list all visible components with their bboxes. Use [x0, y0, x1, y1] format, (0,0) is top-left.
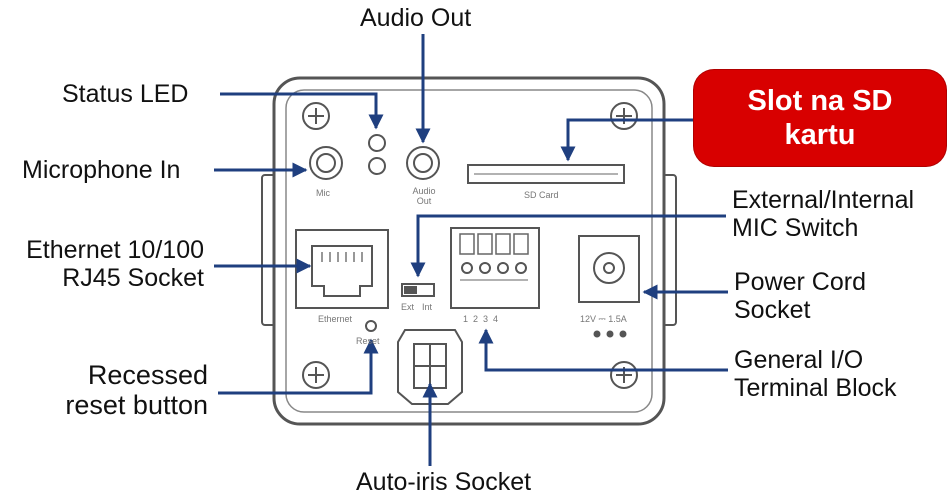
label-reset-line2: reset button: [65, 390, 208, 420]
arrow-reset: [218, 338, 379, 395]
panel-label-terminal-numbers: 1 2 3 4: [463, 314, 499, 324]
power-socket-icon: [578, 235, 640, 338]
panel-label-audio-out: Audio Out: [410, 186, 438, 206]
sd-card-callout: Slot na SD kartu: [694, 70, 946, 166]
terminal-block-icon: [450, 227, 540, 309]
panel-label-audio-out-line1: Audio: [412, 186, 436, 196]
label-io-terminal: General I/O Terminal Block: [734, 346, 897, 402]
callout-line2: kartu: [784, 119, 856, 151]
panel-label-sd-card: SD Card: [524, 190, 559, 200]
panel-label-mic: Mic: [316, 188, 330, 198]
label-status-led: Status LED: [62, 80, 189, 108]
panel-label-switch-ext: Ext: [401, 302, 415, 312]
sd-card-callout-text: Slot na SD kartu: [694, 84, 946, 152]
label-ethernet-line2: RJ45 Socket: [62, 264, 204, 292]
audio-out-jack-icon: [406, 146, 440, 180]
label-power-cord: Power Cord Socket: [734, 268, 866, 324]
arrow-sd-card: [560, 118, 694, 162]
label-auto-iris: Auto-iris Socket: [356, 468, 532, 496]
label-reset-button: Recessed reset button: [8, 360, 208, 420]
reset-button-icon: [365, 320, 377, 332]
panel-label-switch-int: Int: [422, 302, 433, 312]
arrow-io-block: [478, 328, 728, 372]
sd-card-slot: [467, 164, 625, 184]
screw-icon: [610, 102, 638, 130]
label-io-line2: Terminal Block: [734, 374, 897, 402]
mic-switch-icon: [401, 283, 435, 297]
screw-icon: [302, 102, 330, 130]
label-ethernet: Ethernet 10/100 RJ45 Socket: [4, 236, 204, 292]
microphone-jack-icon: [309, 146, 343, 180]
label-ethernet-line1: Ethernet 10/100: [26, 236, 204, 264]
arrow-mic-switch: [410, 214, 726, 278]
panel-label-audio-out-line2: Out: [416, 196, 432, 206]
panel-label-ethernet: Ethernet: [318, 314, 353, 324]
label-power-line1: Power Cord: [734, 268, 866, 296]
label-mic-switch: External/Internal MIC Switch: [732, 186, 914, 242]
callout-line1: Slot na SD: [747, 85, 893, 117]
label-audio-out: Audio Out: [360, 4, 472, 32]
screw-icon: [610, 361, 638, 389]
panel-label-power-rating: 12V ⎓ 1.5A: [580, 314, 627, 324]
status-led-icon: [368, 134, 386, 175]
ethernet-socket-icon: [295, 229, 389, 309]
label-mic-switch-line2: MIC Switch: [732, 214, 859, 242]
panel-label-reset: Reset: [356, 336, 380, 346]
label-microphone-in: Microphone In: [22, 156, 181, 184]
screw-icon: [302, 361, 330, 389]
label-reset-line1: Recessed: [87, 360, 208, 390]
arrow-status-led: [220, 92, 384, 130]
label-mic-switch-line1: External/Internal: [732, 186, 915, 214]
label-power-line2: Socket: [734, 296, 811, 324]
label-io-line1: General I/O: [734, 346, 864, 374]
